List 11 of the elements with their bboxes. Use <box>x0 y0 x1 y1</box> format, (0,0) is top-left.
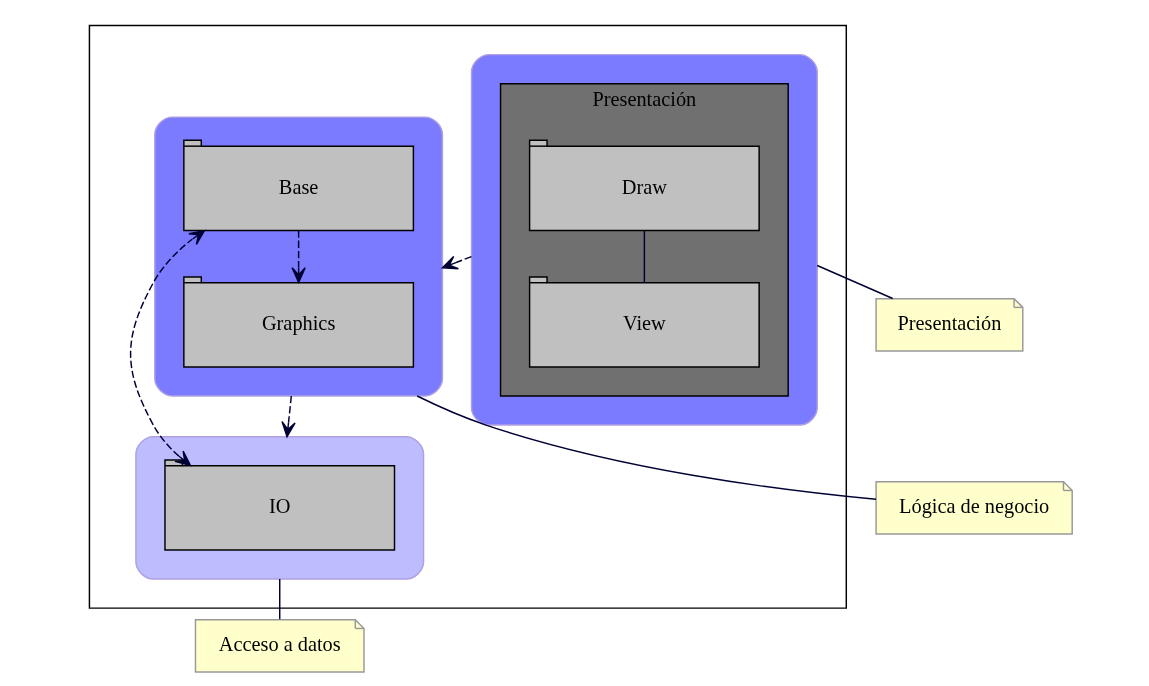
arrow <box>280 395 296 438</box>
cluster <box>88 24 847 609</box>
cluster <box>153 116 443 397</box>
arrow <box>441 255 472 270</box>
connector <box>415 395 877 501</box>
cluster <box>134 435 424 580</box>
arrow <box>290 229 306 284</box>
connector <box>278 578 280 621</box>
cluster <box>470 53 818 426</box>
connector <box>816 264 893 300</box>
connector <box>643 229 645 284</box>
